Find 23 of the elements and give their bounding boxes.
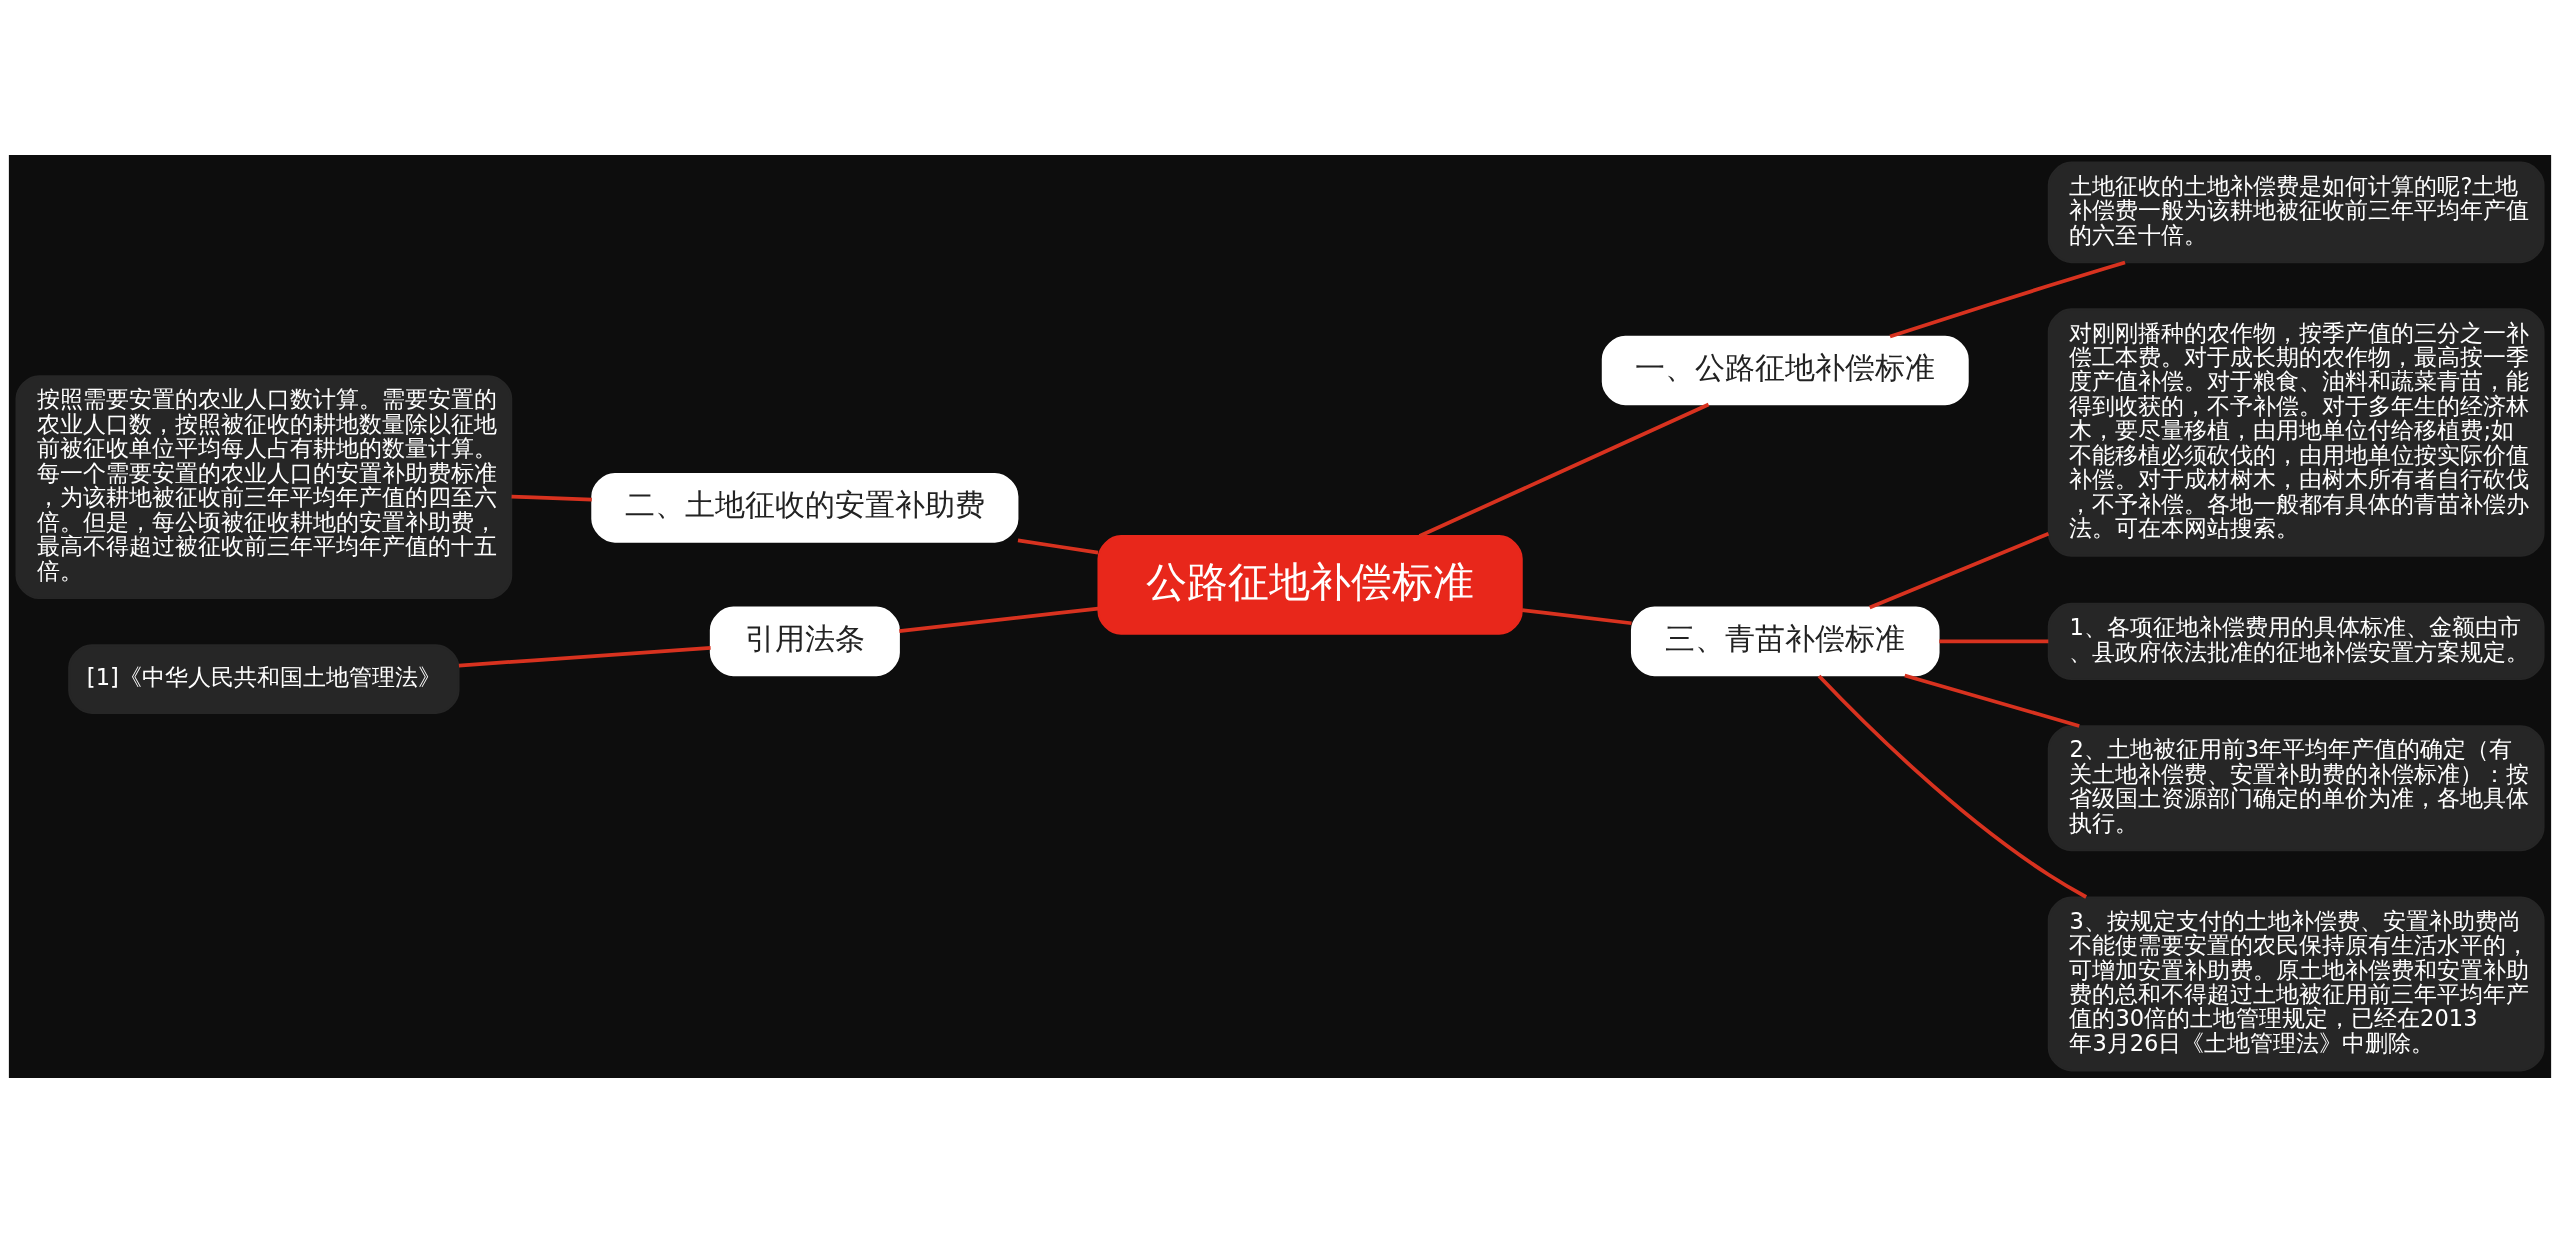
node-box: 3、按规定支付的土地补偿费、安置补助费尚不能使需要安置的农民保持原有生活水平的，可增加安置补助费。原土地补偿费和安置补助费的总和不得超过土地被征用前三年平均年产值的30倍的土地管理规定，已经在2013年3月26日《土地管理法》中删除。 <box>2047 896 2545 1072</box>
connector <box>1904 673 2080 728</box>
connector <box>458 646 711 668</box>
node-box: 土地征收的土地补偿费是如何计算的呢?土地补偿费一般为该耕地被征收前三年平均年产值的六至十倍。 <box>2047 161 2545 264</box>
node-box: 三、青苗补偿标准 <box>1630 606 1940 677</box>
node-box: 引用法条 <box>709 606 900 677</box>
node-box: 按照需要安置的农业人口数计算。需要安置的农业人口数，按照被征收的耕地数量除以征地前被征收单位平均每人占有耕地的数量计算。每一个需要安置的农业人口的安置补助费标准，为该耕地被征收前三年平均年产值的四至六倍。但是，每公顷被征收耕地的安置补助费，最高不得超过被征收前三年平均年产值的十五倍。 <box>15 375 513 600</box>
connector <box>1521 608 1632 626</box>
node-box: [1]《中华人民共和国土地管理法》 <box>68 644 460 714</box>
node-box: 一、公路征地补偿标准 <box>1601 335 1969 406</box>
connector <box>899 606 1099 633</box>
connector <box>1869 532 2050 610</box>
node-box: 对刚刚播种的农作物，按季产值的三分之一补偿工本费。对于成长期的农作物，最高按一季度产值补偿。对于粮食、油料和蔬菜青苗，能得到收获的，不予补偿。对于多年生的经济林木，要尽量移植，由用地单位付给移植费;如不能移植必须砍伐的，由用地单位按实际价值补偿。对于成材树木，由树木所有者自行砍伐，不予补偿。各地一般都有具体的青苗补偿办法。可在本网站搜索。 <box>2047 308 2545 557</box>
node-box: 公路征地补偿标准 <box>1097 535 1523 635</box>
connector <box>511 494 592 502</box>
connector <box>1017 538 1099 555</box>
node-box: 2、土地被征用前3年平均年产值的确定（有关土地补偿费、安置补助费的补偿标准）：按省级国土资源部门确定的单价为准，各地具体执行。 <box>2047 725 2545 852</box>
connector <box>1418 402 1710 538</box>
connector <box>1817 674 2088 899</box>
node-box: 二、土地征收的安置补助费 <box>591 473 1019 543</box>
node-box: 1、各项征地补偿费用的具体标准、金额由市、县政府依法批准的征地补偿安置方案规定。 <box>2047 602 2545 680</box>
connector <box>1889 260 2126 339</box>
connector <box>1939 639 2049 644</box>
